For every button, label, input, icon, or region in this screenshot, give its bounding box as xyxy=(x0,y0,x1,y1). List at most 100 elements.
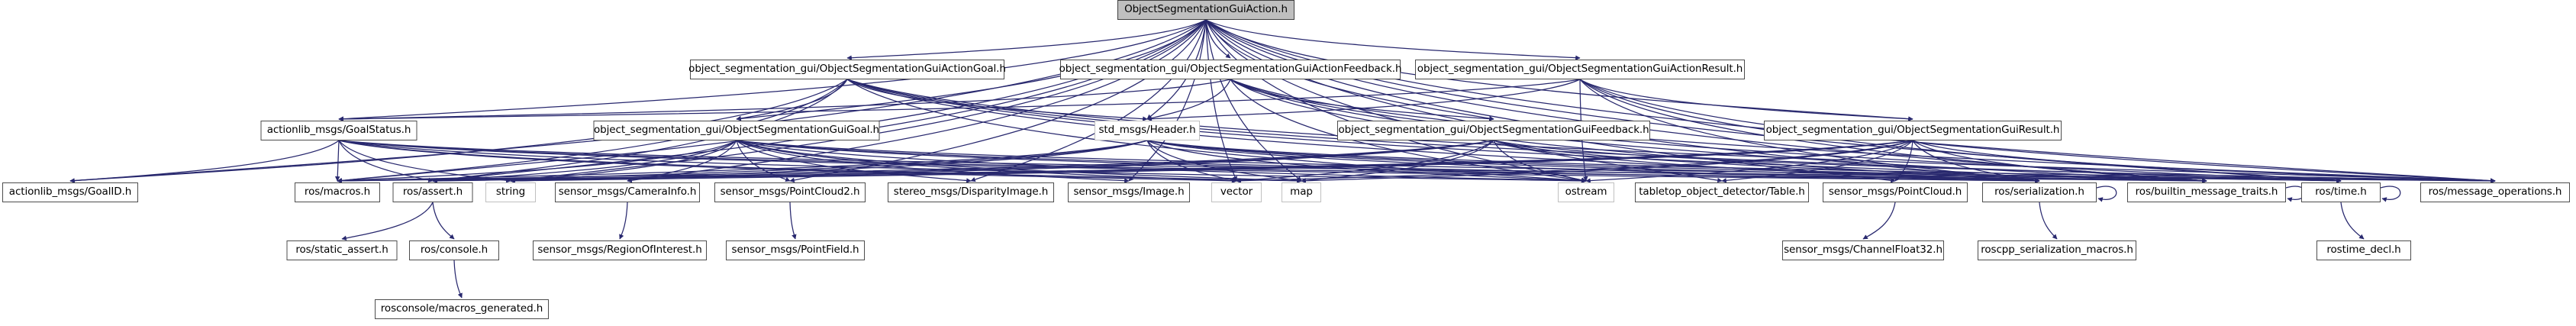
graph-edge xyxy=(1146,79,1581,121)
graph-edge xyxy=(334,140,340,182)
graph-edge xyxy=(1230,79,1494,121)
graph-edge xyxy=(1894,140,1913,182)
graph-node-feedback_hdr[interactable]: object_segmentation_gui/ObjectSegmentati… xyxy=(1059,60,1402,79)
graph-edge xyxy=(510,140,1494,184)
graph-edge xyxy=(1205,19,2496,183)
graph-edge xyxy=(338,140,2040,184)
graph-edge xyxy=(338,79,1581,122)
graph-edge xyxy=(789,202,797,240)
graph-node-vector[interactable]: vector xyxy=(1211,182,1262,202)
graph-edge xyxy=(2039,202,2058,240)
graph-edge xyxy=(432,140,1494,184)
graph-edge xyxy=(736,140,972,183)
graph-node-static_assert[interactable]: ros/static_assert.h xyxy=(286,240,398,260)
graph-edge xyxy=(1205,19,2040,183)
graph-edge xyxy=(1146,140,2496,184)
graph-edge xyxy=(1301,140,1913,184)
graph-edge xyxy=(338,140,1237,184)
graph-edge xyxy=(1862,202,1896,240)
graph-edge xyxy=(1205,19,1587,182)
graph-node-goalstatus[interactable]: actionlib_msgs/GoalStatus.h xyxy=(260,121,418,140)
graph-node-guifeedback[interactable]: object_segmentation_gui/ObjectSegmentati… xyxy=(1337,121,1650,140)
graph-edge xyxy=(338,140,434,182)
graph-node-table[interactable]: tabletop_object_detector/Table.h xyxy=(1635,182,1809,202)
graph-edge xyxy=(1912,140,2496,184)
graph-edge xyxy=(432,140,1913,184)
graph-node-disparity[interactable]: stereo_msgs/DisparityImage.h xyxy=(888,182,1054,202)
graph-edge xyxy=(338,140,2207,184)
graph-edge xyxy=(846,19,1207,60)
graph-node-camerainfo[interactable]: sensor_msgs/CameraInfo.h xyxy=(555,182,700,202)
graph-edge xyxy=(1493,140,2040,184)
graph-node-macros[interactable]: ros/macros.h xyxy=(295,182,380,202)
graph-node-time[interactable]: ros/time.h xyxy=(2301,182,2381,202)
graph-node-ostream[interactable]: ostream xyxy=(1558,182,1614,202)
graph-edge xyxy=(1493,140,2207,184)
graph-node-guiresult[interactable]: object_segmentation_gui/ObjectSegmentati… xyxy=(1764,121,2062,140)
graph-edge xyxy=(510,19,1207,183)
graph-edge xyxy=(1236,140,1494,183)
graph-edge xyxy=(736,140,1587,184)
graph-node-roscpp_macros[interactable]: roscpp_serialization_macros.h xyxy=(1978,240,2136,260)
graph-edge xyxy=(2096,186,2117,202)
graph-node-string[interactable]: string xyxy=(485,182,536,202)
graph-edge xyxy=(337,140,1494,184)
graph-edge xyxy=(789,19,1207,183)
graph-node-result_hdr[interactable]: object_segmentation_gui/ObjectSegmentati… xyxy=(1415,60,1745,79)
graph-edge xyxy=(432,19,1207,183)
graph-edge xyxy=(510,140,1148,184)
graph-edge xyxy=(970,19,1207,182)
graph-node-map[interactable]: map xyxy=(1282,182,1321,202)
graph-edge xyxy=(1205,19,1231,59)
graph-edge xyxy=(1493,140,1587,182)
graph-edge xyxy=(2380,186,2401,202)
graph-edge xyxy=(1146,140,1587,183)
graph-edge xyxy=(337,140,1148,184)
graph-edge xyxy=(510,140,737,183)
graph-edge xyxy=(337,19,1207,183)
graph-edge xyxy=(1205,19,1581,60)
graph-edge xyxy=(1205,19,1896,183)
graph-edge xyxy=(69,19,1207,183)
graph-node-msgops[interactable]: ros/message_operations.h xyxy=(2420,182,2570,202)
graph-node-macros_gen[interactable]: rosconsole/macros_generated.h xyxy=(375,299,549,319)
graph-node-assert[interactable]: ros/assert.h xyxy=(392,182,473,202)
graph-node-rostime_decl[interactable]: rostime_decl.h xyxy=(2316,240,2411,260)
graph-edge xyxy=(619,202,628,240)
graph-edge xyxy=(69,140,340,183)
graph-node-pointcloud[interactable]: sensor_msgs/PointCloud.h xyxy=(1823,182,1968,202)
graph-edge xyxy=(1146,140,2342,184)
graph-edge xyxy=(1912,140,2207,183)
graph-edge xyxy=(1579,79,1913,121)
graph-edge xyxy=(338,79,1231,122)
graph-node-console[interactable]: ros/console.h xyxy=(409,240,499,260)
graph-edge xyxy=(736,140,1302,184)
graph-edge xyxy=(432,140,1148,184)
graph-node-goal_hdr[interactable]: object_segmentation_gui/ObjectSegmentati… xyxy=(688,60,1006,79)
graph-node-guigoal[interactable]: object_segmentation_gui/ObjectSegmentati… xyxy=(593,121,880,140)
graph-edge xyxy=(338,140,1587,184)
graph-node-traits[interactable]: ros/builtin_message_traits.h xyxy=(2127,182,2286,202)
graph-edge xyxy=(338,140,2496,184)
graph-node-pointfield[interactable]: sensor_msgs/PointField.h xyxy=(726,240,865,260)
graph-node-pointcloud2[interactable]: sensor_msgs/PointCloud2.h xyxy=(714,182,866,202)
graph-edge xyxy=(1493,140,2496,184)
graph-edge xyxy=(736,79,848,121)
graph-edge xyxy=(432,202,455,240)
graph-edge xyxy=(1146,140,2207,184)
graph-node-channelfloat32[interactable]: sensor_msgs/ChannelFloat32.h xyxy=(1782,240,1944,260)
graph-node-goalid[interactable]: actionlib_msgs/GoalID.h xyxy=(2,182,138,202)
graph-edge xyxy=(1146,140,1237,182)
graph-edge xyxy=(1205,19,1302,182)
graph-node-roi[interactable]: sensor_msgs/RegionOfInterest.h xyxy=(533,240,707,260)
graph-edge xyxy=(510,140,1913,184)
graph-node-stdheader[interactable]: std_msgs/Header.h xyxy=(1095,121,1200,140)
graph-edge xyxy=(736,140,2496,184)
graph-node-root[interactable]: ObjectSegmentationGuiAction.h xyxy=(1117,0,1294,20)
graph-node-image[interactable]: sensor_msgs/Image.h xyxy=(1068,182,1190,202)
graph-node-serialization[interactable]: ros/serialization.h xyxy=(1982,182,2097,202)
graph-edge xyxy=(1205,19,1237,182)
graph-edge xyxy=(1205,19,2342,183)
graph-edge xyxy=(1301,140,1494,183)
